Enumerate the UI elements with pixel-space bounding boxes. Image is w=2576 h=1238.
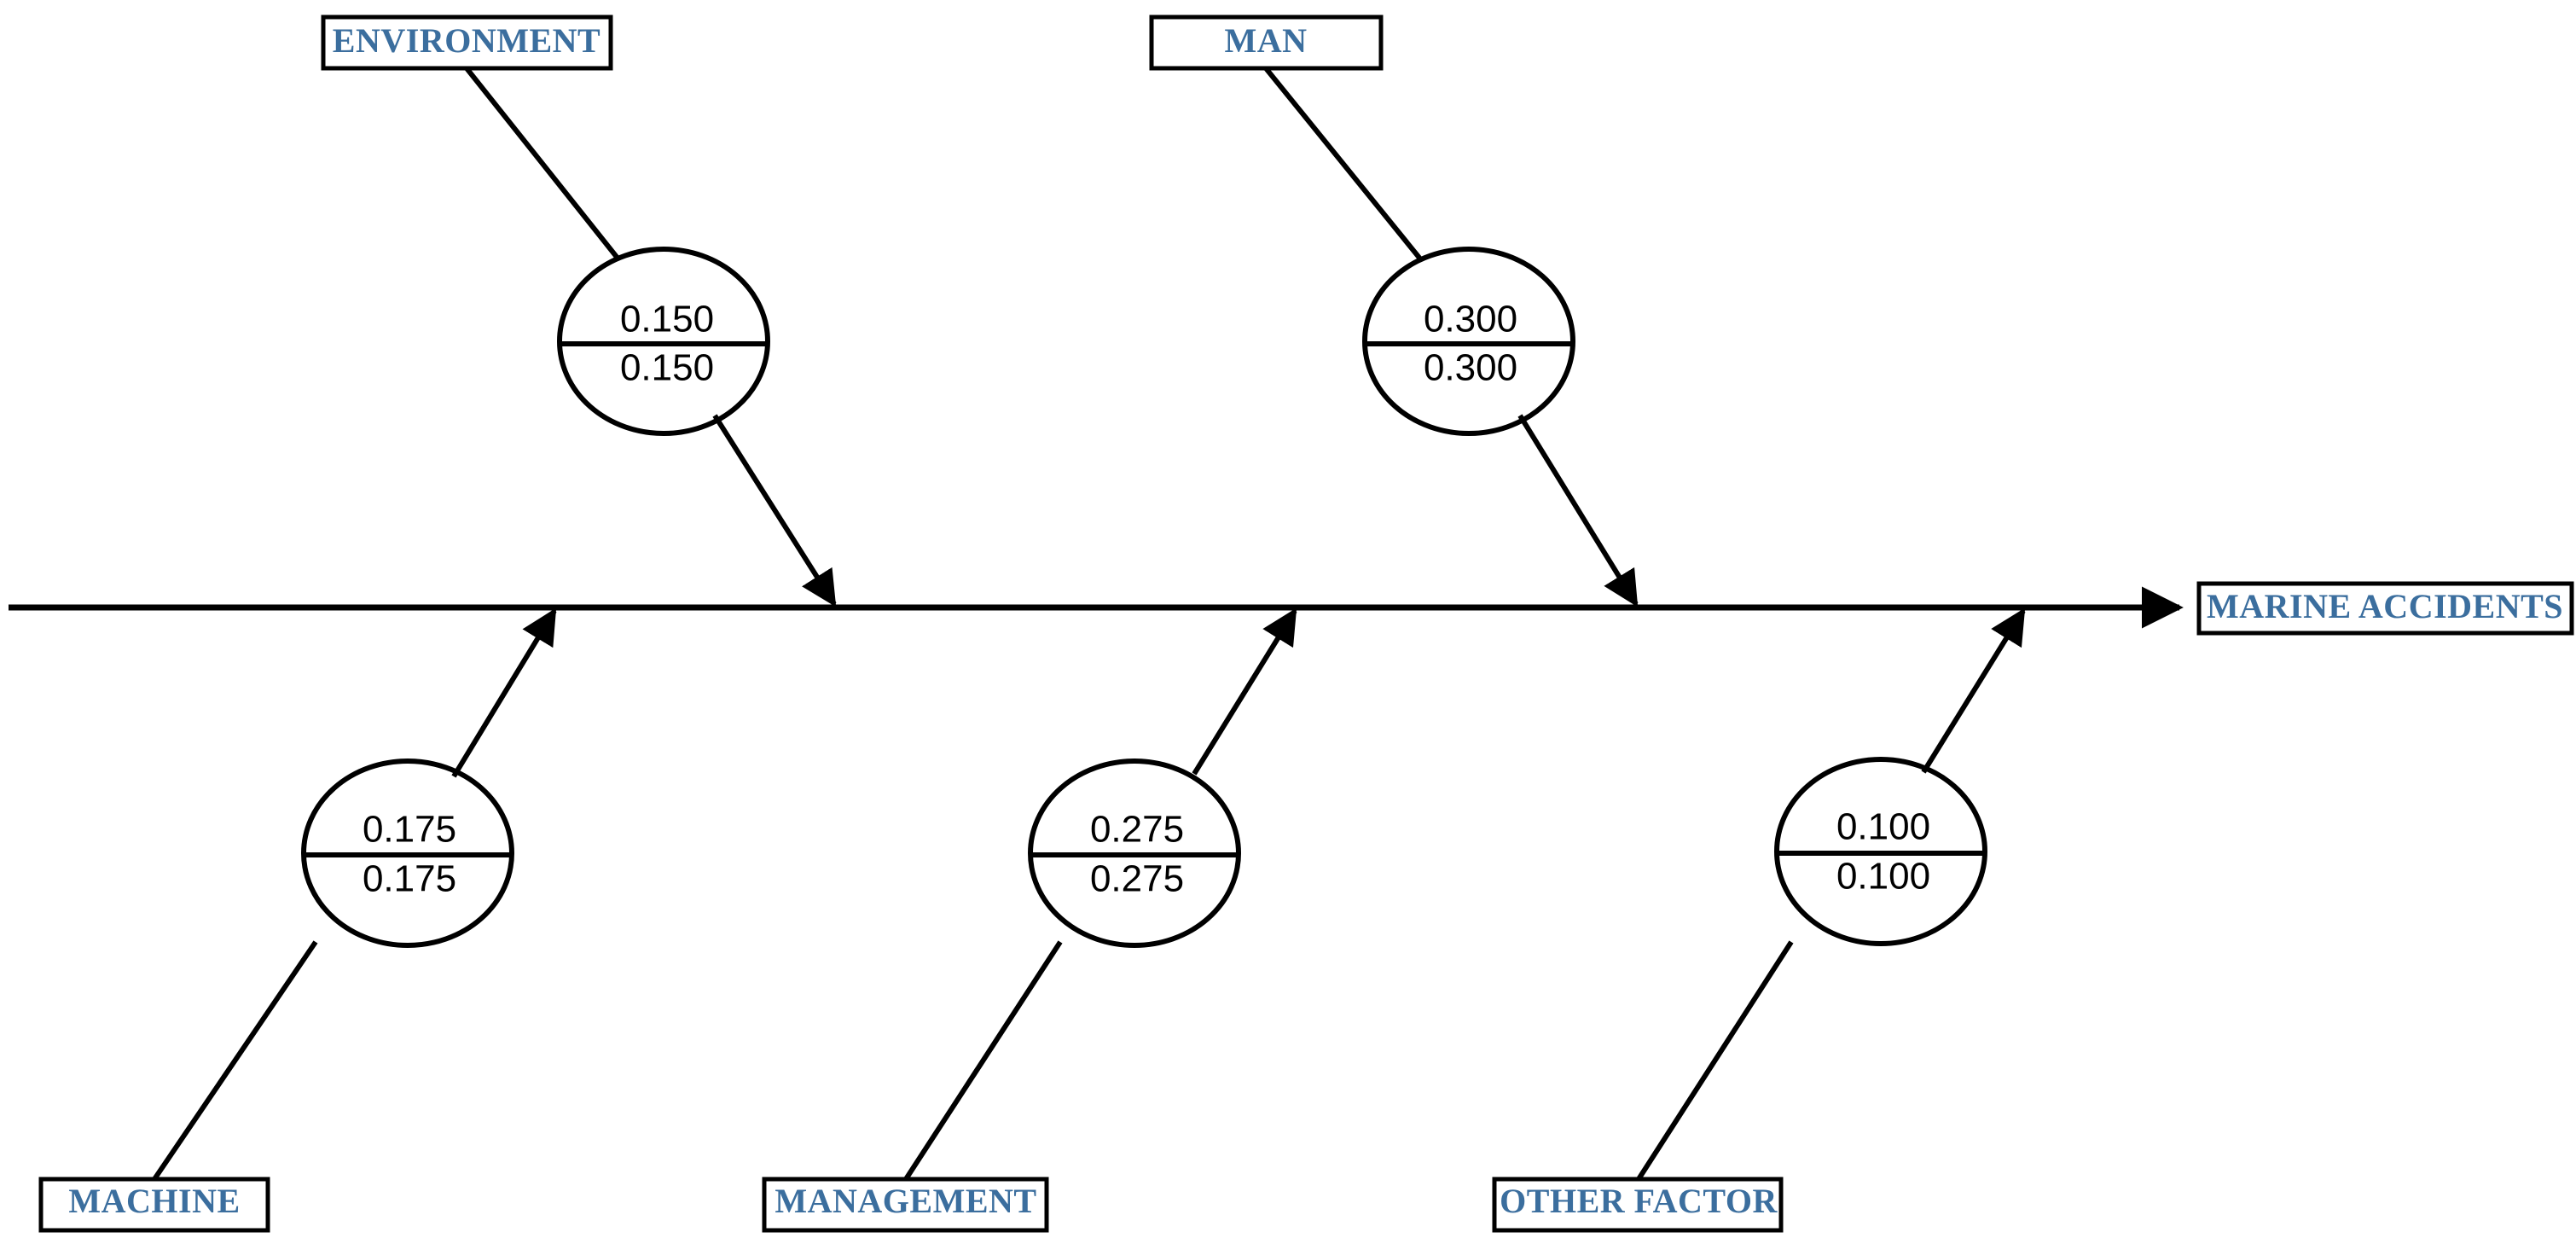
effect-box-marine-accidents[interactable]: MARINE ACCIDENTS (2196, 581, 2574, 636)
category-box-rect-management (762, 1177, 1049, 1233)
branch-management: MANAGEMENT 0.275 0.275 (762, 607, 1297, 1233)
effect-box-label: MARINE ACCIDENTS (2207, 587, 2563, 625)
node-value-bottom-other-factor: 0.100 (1836, 856, 1930, 898)
category-box-man[interactable]: MAN (1149, 15, 1384, 71)
node-value-bottom-management: 0.275 (1090, 858, 1184, 900)
connector-other-factor-to-node (1636, 940, 1794, 1181)
category-label-other-factor: OTHER FACTOR (1500, 1182, 1778, 1220)
node-value-top-man: 0.300 (1424, 299, 1517, 340)
connector-environment-to-node (464, 67, 625, 266)
node-value-bottom-environment: 0.150 (620, 347, 714, 389)
node-value-bottom-man: 0.300 (1424, 347, 1517, 389)
branch-other-factor: OTHER FACTOR 0.100 0.100 (1492, 607, 2026, 1233)
category-box-rect-other-factor (1492, 1177, 1784, 1233)
connector-man-to-node (1263, 67, 1429, 268)
branch-environment: ENVIRONMENT 0.150 0.150 (321, 15, 837, 607)
branch-arrow-man (1517, 414, 1639, 607)
branch-man: MAN 0.300 0.300 (1149, 15, 1639, 607)
branch-arrow-environment (712, 414, 837, 607)
category-box-machine[interactable]: MACHINE (38, 1177, 270, 1233)
category-box-rect-man (1149, 15, 1384, 71)
connector-machine-to-node (152, 940, 318, 1181)
effect-box-rect (2196, 581, 2574, 636)
branch-machine: MACHINE 0.175 0.175 (38, 607, 557, 1233)
node-value-top-management: 0.275 (1090, 809, 1184, 851)
category-label-machine: MACHINE (68, 1182, 240, 1220)
node-management[interactable]: 0.275 0.275 (1028, 758, 1241, 948)
category-box-management[interactable]: MANAGEMENT (762, 1177, 1049, 1233)
category-label-management: MANAGEMENT (775, 1182, 1036, 1220)
category-box-other-factor[interactable]: OTHER FACTOR (1492, 1177, 1784, 1233)
branch-arrow-other-factor (1921, 607, 2026, 774)
node-man[interactable]: 0.300 0.300 (1362, 247, 1575, 436)
category-box-rect-machine (38, 1177, 270, 1233)
category-label-man: MAN (1224, 21, 1307, 60)
node-value-top-environment: 0.150 (620, 299, 714, 340)
node-value-bottom-machine: 0.175 (363, 858, 456, 900)
node-machine[interactable]: 0.175 0.175 (301, 758, 514, 948)
connector-management-to-node (903, 940, 1063, 1181)
node-other-factor[interactable]: 0.100 0.100 (1774, 757, 1987, 946)
category-box-environment[interactable]: ENVIRONMENT (321, 15, 613, 71)
category-box-rect-environment (321, 15, 613, 71)
branch-arrow-machine (451, 607, 557, 778)
node-value-top-machine: 0.175 (363, 809, 456, 851)
branch-arrow-management (1192, 607, 1297, 776)
node-value-top-other-factor: 0.100 (1836, 806, 1930, 848)
node-environment[interactable]: 0.150 0.150 (557, 247, 770, 436)
category-label-environment: ENVIRONMENT (333, 21, 600, 60)
